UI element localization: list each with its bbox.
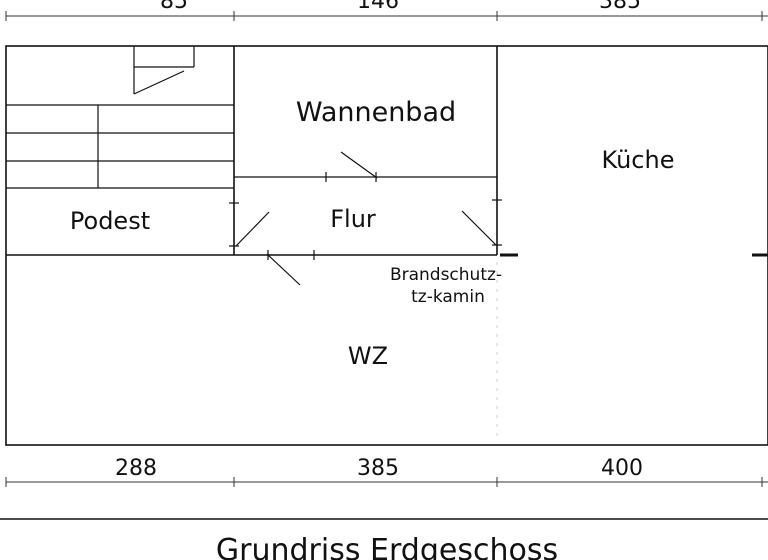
- bottom-dimension-line: [5, 477, 768, 487]
- bottom-dimension-2: 385: [357, 456, 399, 481]
- top-dimension-2: 146: [357, 0, 399, 14]
- room-label-podest: Podest: [70, 207, 150, 235]
- door-kitchen: [461, 199, 502, 246]
- room-label-wz: WZ: [348, 342, 388, 370]
- chimney-label-line2: tz-kamin: [411, 287, 485, 307]
- door-wz: [266, 250, 315, 286]
- plan-title: Grundriss Erdgeschoss: [216, 533, 558, 560]
- door-bath: [325, 151, 378, 182]
- room-label-kueche: Küche: [602, 146, 675, 174]
- top-dimension-line: [5, 11, 768, 21]
- top-dimension-1: 85: [160, 0, 188, 14]
- room-label-wannenbad: Wannenbad: [296, 97, 456, 128]
- room-label-flur: Flur: [330, 205, 376, 233]
- door-podest: [229, 202, 270, 247]
- chimney-label-line1: Brandschutz-: [390, 265, 502, 285]
- top-dimension-3: 385: [599, 0, 641, 14]
- bottom-dimension-3: 400: [601, 456, 643, 481]
- bottom-dimension-1: 288: [115, 456, 157, 481]
- interior-walls: [6, 46, 768, 440]
- staircase: [6, 46, 234, 189]
- outer-wall: [5, 45, 768, 446]
